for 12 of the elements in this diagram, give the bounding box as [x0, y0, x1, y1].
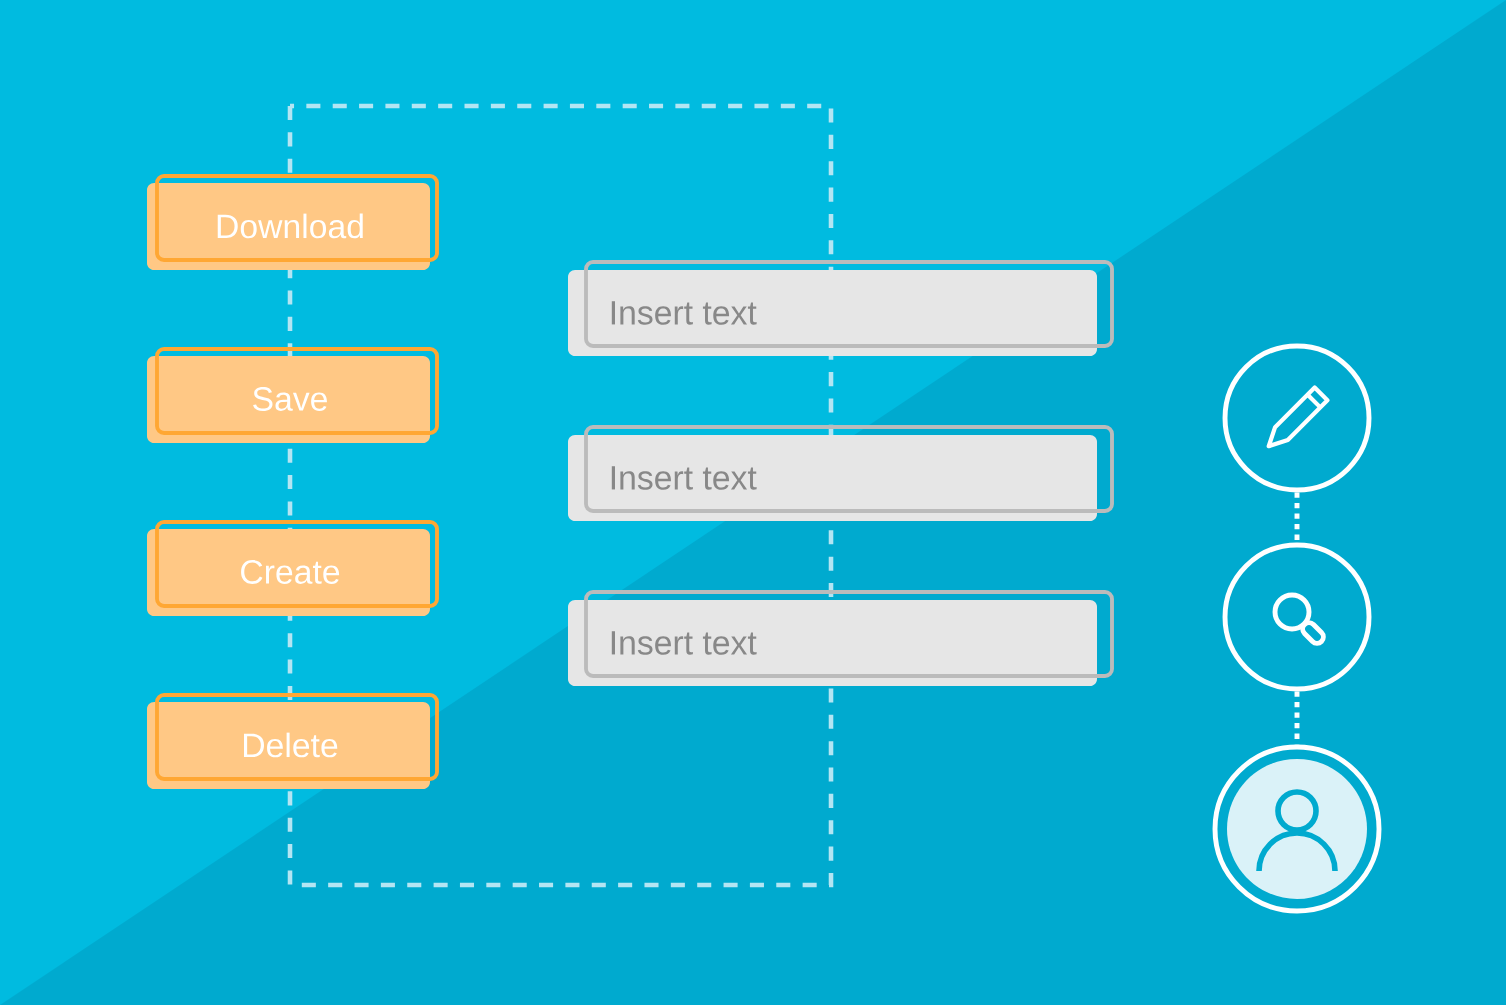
input-field: Insert text	[568, 260, 1114, 356]
button: Create	[147, 520, 439, 616]
input-field: Insert text	[568, 425, 1114, 521]
icon-circle	[1222, 542, 1372, 692]
button: Save	[147, 347, 439, 443]
icon-circle	[1212, 744, 1382, 914]
input-field: Insert text	[568, 590, 1114, 686]
icon-circle	[1222, 343, 1372, 493]
dotted-connector	[1294, 492, 1300, 543]
button: Download	[147, 174, 439, 270]
button: Delete	[147, 693, 439, 789]
dotted-connector	[1294, 691, 1300, 745]
